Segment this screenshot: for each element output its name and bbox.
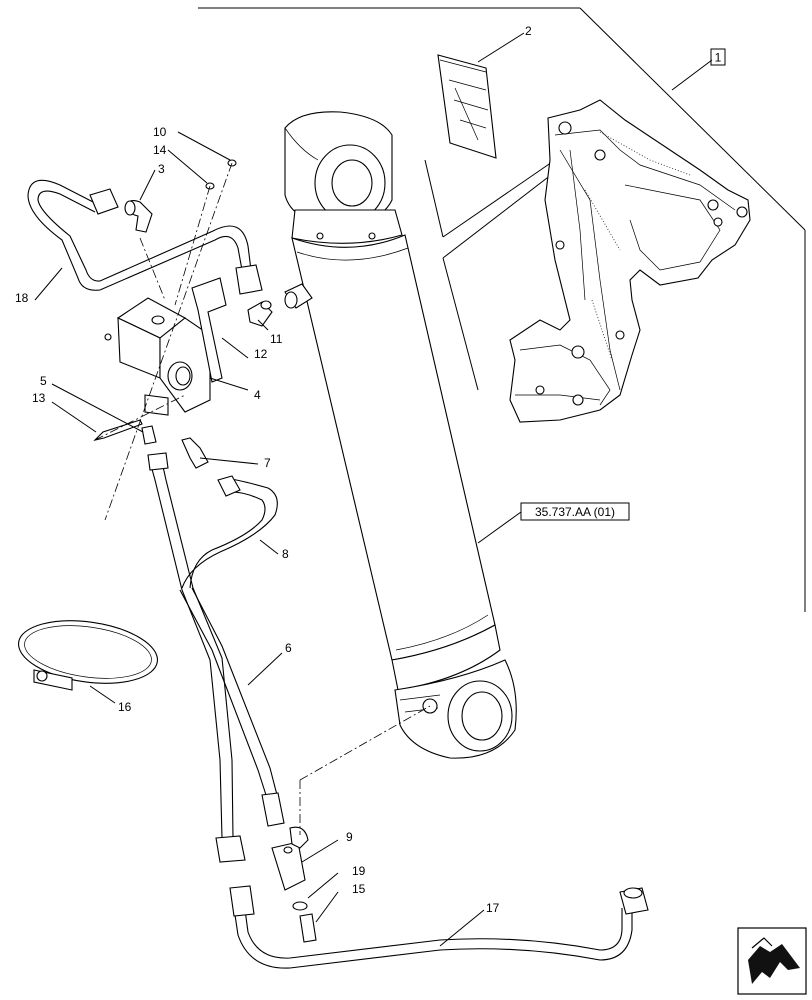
elbow-fitting [124, 199, 153, 233]
hose-6 [147, 452, 285, 863]
callout-7: 7 [264, 456, 271, 470]
callout-17: 17 [486, 901, 500, 915]
callout-15: 15 [352, 882, 366, 896]
loader-arm-assembly [509, 99, 751, 423]
callout-9: 9 [346, 830, 353, 844]
mounting-bracket [191, 277, 227, 383]
callout-19: 19 [352, 864, 366, 878]
callout-12: 12 [254, 347, 268, 361]
hose-clamp [18, 620, 158, 691]
hydraulic-cylinder [284, 111, 517, 759]
svg-text:35.737.AA (01): 35.737.AA (01) [535, 505, 615, 519]
callout-14: 14 [153, 143, 167, 157]
callout-10: 10 [153, 125, 167, 139]
next-page-arrow-icon[interactable] [737, 927, 807, 995]
o-ring-and-adapter [292, 901, 317, 943]
callout-1: 1 [671, 48, 726, 91]
callout-numbers: 2 3 4 5 6 7 8 9 10 11 12 13 14 15 16 17 … [15, 24, 532, 915]
operator-manual-booklet [437, 54, 497, 159]
hose-8 [181, 475, 278, 589]
callout-8: 8 [282, 547, 289, 561]
callout-11: 11 [270, 332, 283, 346]
callout-4: 4 [254, 388, 261, 402]
svg-text:1: 1 [715, 51, 722, 65]
callout-13: 13 [32, 391, 46, 405]
callout-5: 5 [40, 374, 47, 388]
callout-16: 16 [118, 700, 132, 714]
hose-17 [229, 885, 649, 969]
assembly-frame-lines [198, 7, 806, 612]
assembly-center-lines [94, 162, 431, 835]
leader-lines [34, 32, 525, 947]
callout-2: 2 [525, 24, 532, 38]
callout-3: 3 [158, 162, 165, 176]
elbow-fitting-11 [247, 300, 273, 327]
reference-label: 35.737.AA (01) [477, 502, 630, 544]
valve-block [104, 297, 211, 416]
tee-fitting [271, 826, 309, 891]
hose-18 [27, 179, 263, 295]
callout-6: 6 [285, 641, 292, 655]
callout-18: 18 [15, 291, 29, 305]
